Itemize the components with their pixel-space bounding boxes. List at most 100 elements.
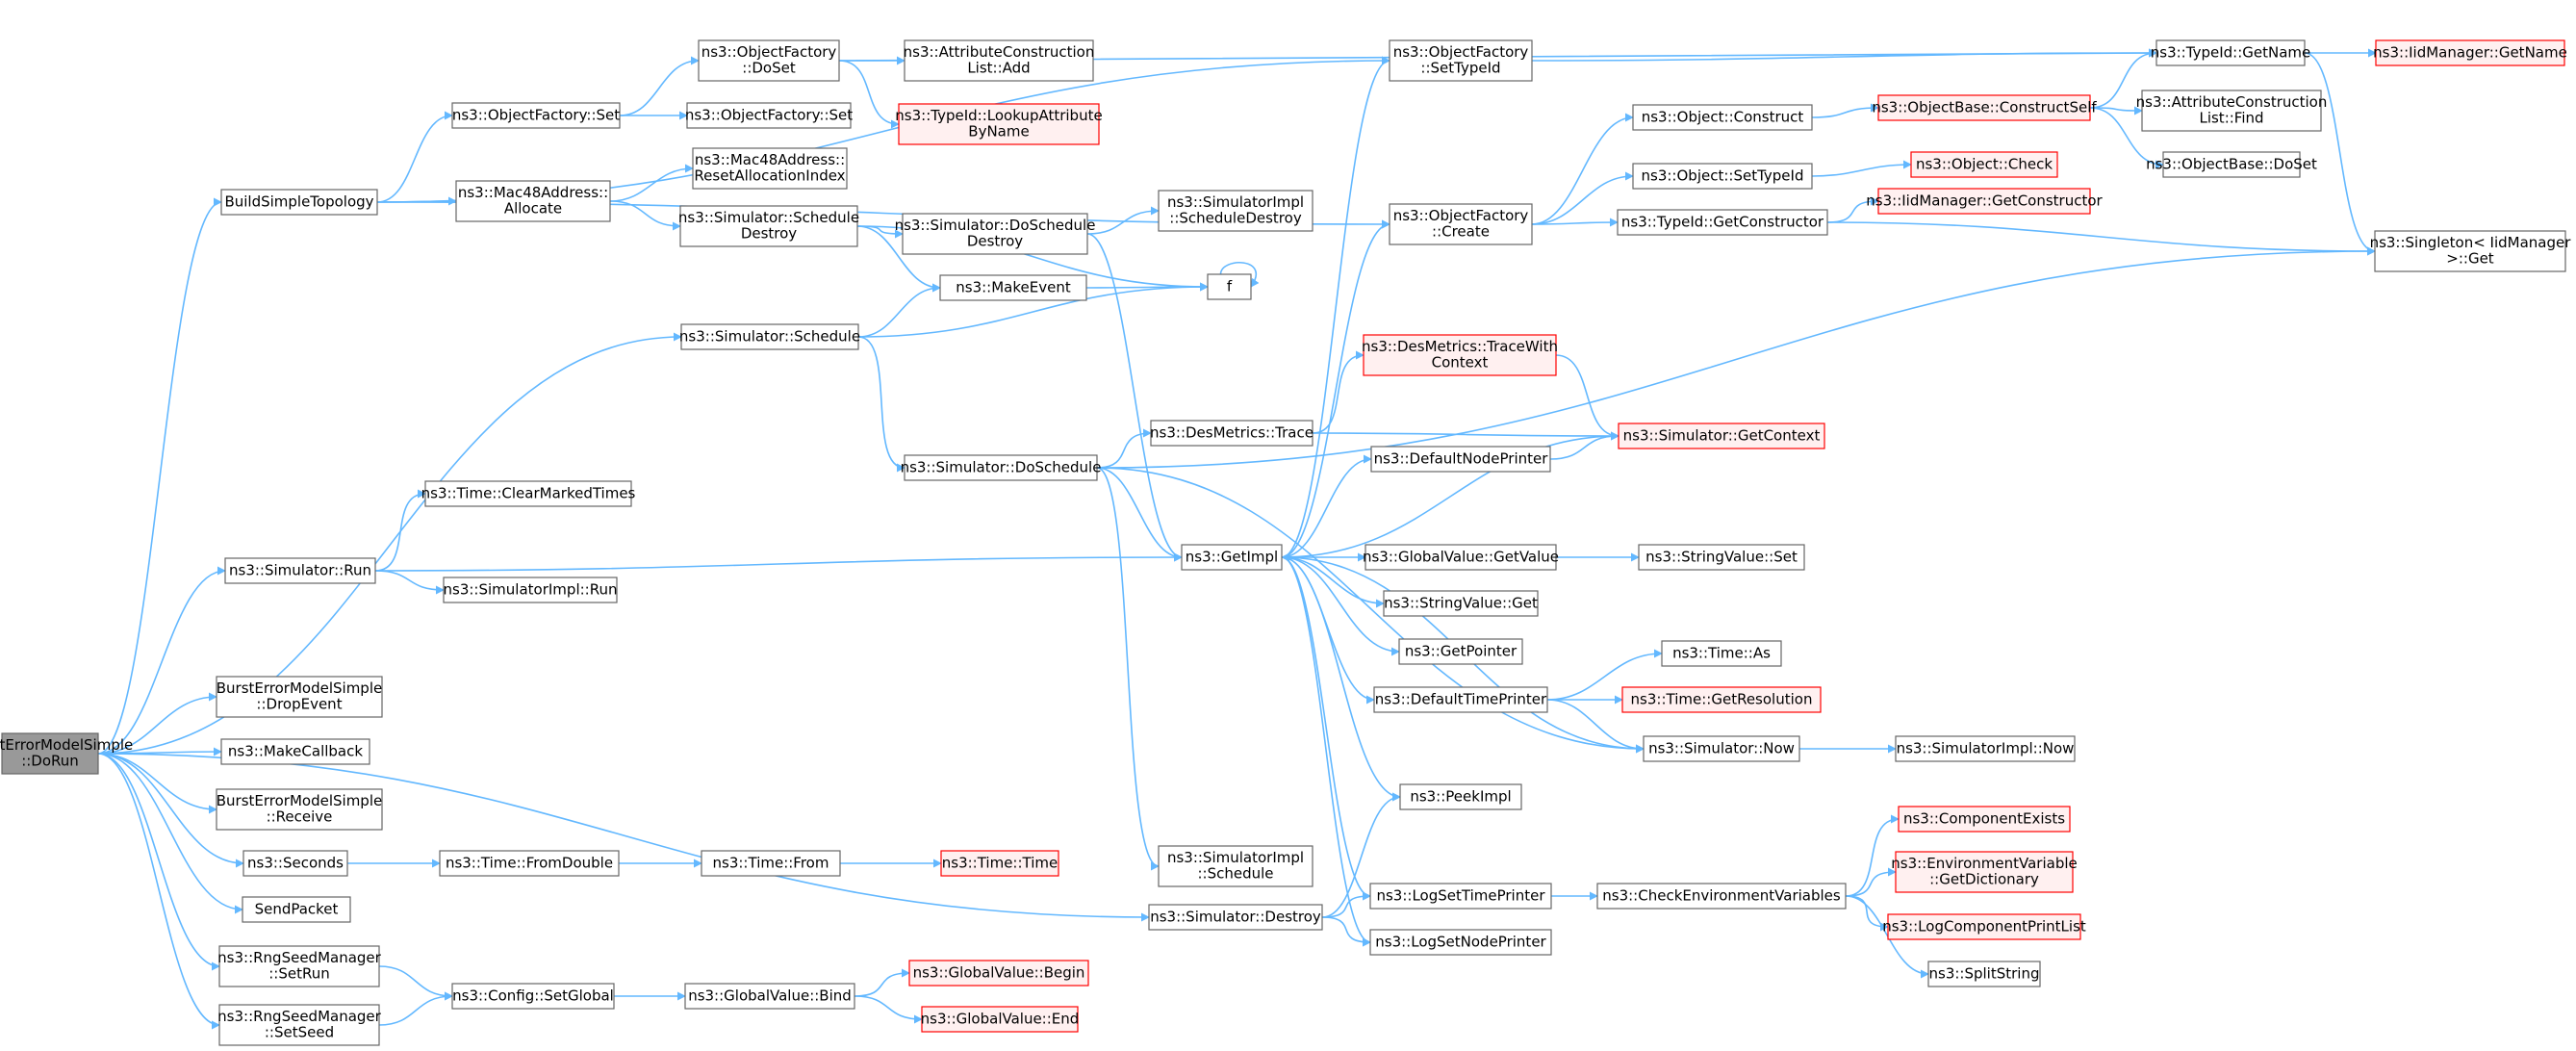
node-ns3-simulator-getcontext[interactable]: ns3::Simulator::GetContext — [1618, 423, 1825, 449]
node-ns3-typeid-getconstructor[interactable]: ns3::TypeId::GetConstructor — [1617, 209, 1828, 236]
node-box — [1895, 851, 2074, 893]
node-label: ::Schedule — [1197, 865, 1273, 883]
node-box — [940, 850, 1059, 877]
node-ns3-objectbase-doset[interactable]: ns3::ObjectBase::DoSet — [2146, 151, 2317, 178]
node-ns3-defaulttimeprinter[interactable]: ns3::DefaultTimePrinter — [1373, 686, 1548, 713]
node-box — [224, 557, 376, 584]
node-box — [679, 205, 858, 247]
node-ns3-iidmanager-getconstructor[interactable]: ns3::IidManager::GetConstructor — [1866, 188, 2104, 215]
node-ns3-simulator-destroy[interactable]: ns3::Simulator::Destroy — [1148, 904, 1323, 931]
node-ns3-globalvalue-bind[interactable]: ns3::GlobalValue::Bind — [684, 983, 855, 1010]
node-ns3-defaultnodeprinter[interactable]: ns3::DefaultNodePrinter — [1370, 446, 1551, 473]
node-buildsimpletopology[interactable]: BuildSimpleTopology — [220, 189, 378, 216]
node-ns3-simulator-now[interactable]: ns3::Simulator::Now — [1643, 735, 1800, 762]
node-ns3-logsetnodeprinter[interactable]: ns3::LogSetNodePrinter — [1369, 929, 1552, 956]
node-ns3-makecallback[interactable]: ns3::MakeCallback — [220, 738, 370, 765]
node-box — [1643, 735, 1800, 762]
node-sendpacket[interactable]: SendPacket — [242, 896, 351, 923]
node-ns3-environmentvariable-getdictionary[interactable]: ns3::EnvironmentVariable::GetDictionary — [1891, 851, 2078, 893]
node-box — [1877, 94, 2091, 121]
node-ns3-makeevent[interactable]: ns3::MakeEvent — [939, 274, 1087, 301]
node-ns3-simulatorimpl-run[interactable]: ns3::SimulatorImpl::Run — [443, 577, 618, 603]
node-ns3-getpointer[interactable]: ns3::GetPointer — [1398, 638, 1523, 665]
node-label: ns3::Simulator::DoSchedule — [895, 217, 1096, 234]
node-ns3-stringvalue-get[interactable]: ns3::StringValue::Get — [1383, 590, 1539, 617]
node-bursterrormodelsimple-receive[interactable]: BurstErrorModelSimple::Receive — [216, 788, 383, 831]
node-ns3-time-as[interactable]: ns3::Time::As — [1661, 640, 1782, 667]
call-edge — [1281, 556, 1371, 901]
node-ns3-object-construct[interactable]: ns3::Object::Construct — [1632, 104, 1813, 131]
node-ns3-time-clearmarkedtimes[interactable]: ns3::Time::ClearMarkedTimes — [421, 480, 636, 507]
node-ns3-globalvalue-begin[interactable]: ns3::GlobalValue::Begin — [908, 960, 1089, 987]
node-ns3-splitstring[interactable]: ns3::SplitString — [1927, 961, 2041, 987]
call-edge — [97, 332, 682, 755]
node-ns3-object-settypeid[interactable]: ns3::Object::SetTypeId — [1632, 163, 1813, 190]
node-ns3-typeid-getname[interactable]: ns3::TypeId::GetName — [2151, 39, 2310, 66]
node-ns3-rngseedmanager-setseed[interactable]: ns3::RngSeedManager::SetSeed — [217, 1004, 382, 1046]
node-ns3-time-from[interactable]: ns3::Time::From — [701, 850, 841, 877]
node-ns3-rngseedmanager-setrun[interactable]: ns3::RngSeedManager::SetRun — [217, 945, 382, 987]
node-ns3-seconds[interactable]: ns3::Seconds — [242, 850, 348, 877]
node-box — [1, 732, 99, 775]
node-ns3-objectfactory-set[interactable]: ns3::ObjectFactory::Set — [451, 102, 621, 129]
node-ns3-time-getresolution[interactable]: ns3::Time::GetResolution — [1621, 686, 1822, 713]
node-ns3-simulatorimpl-now[interactable]: ns3::SimulatorImpl::Now — [1895, 735, 2076, 762]
node-ns3-mac48address-resetallocationindex[interactable]: ns3::Mac48Address::ResetAllocationIndex — [692, 147, 848, 190]
node-ns3-objectfactory-create[interactable]: ns3::ObjectFactory::Create — [1389, 203, 1533, 245]
node-ns3-iidmanager-getname[interactable]: ns3::IidManager::GetName — [2373, 39, 2567, 66]
node-ns3-objectbase-constructself[interactable]: ns3::ObjectBase::ConstructSelf — [1872, 94, 2097, 121]
node-label: ::DoRun — [21, 753, 79, 770]
call-edge — [97, 197, 222, 755]
node-ns3-simulator-run[interactable]: ns3::Simulator::Run — [224, 557, 376, 584]
node-label: ns3::Simulator::Schedule — [679, 327, 860, 345]
node-ns3-singleton-iidmanager-get[interactable]: ns3::Singleton< IidManager >::Get — [2370, 230, 2572, 272]
node-ns3-simulatorimpl-scheduledestroy[interactable]: ns3::SimulatorImpl::ScheduleDestroy — [1158, 190, 1314, 232]
node-ns3-globalvalue-getvalue[interactable]: ns3::GlobalValue::GetValue — [1363, 544, 1559, 571]
node-f[interactable]: f — [1207, 273, 1252, 300]
node-ns3-getimpl[interactable]: ns3::GetImpl — [1181, 544, 1283, 571]
node-ns3-objectfactory-settypeid[interactable]: ns3::ObjectFactory::SetTypeId — [1389, 39, 1533, 82]
call-edge — [378, 991, 453, 1026]
node-box — [1373, 686, 1548, 713]
node-box — [1365, 544, 1557, 571]
node-ns3-simulator-schedule-destroy[interactable]: ns3::Simulator::ScheduleDestroy — [678, 205, 859, 247]
node-ns3-simulator-schedule[interactable]: ns3::Simulator::Schedule — [679, 323, 860, 350]
node-label: ::SetSeed — [265, 1024, 334, 1041]
node-ns3-peekimpl[interactable]: ns3::PeekImpl — [1399, 783, 1522, 810]
node-label: ::GetDictionary — [1929, 871, 2039, 888]
node-box — [686, 102, 852, 129]
node-ns3-globalvalue-end[interactable]: ns3::GlobalValue::End — [921, 1006, 1080, 1033]
node-ns3-object-check[interactable]: ns3::Object::Check — [1910, 151, 2058, 178]
node-ns3-time-time[interactable]: ns3::Time::Time — [940, 850, 1059, 877]
call-edge — [856, 225, 941, 293]
node-ns3-objectfactory-set[interactable]: ns3::ObjectFactory::Set — [685, 102, 853, 129]
node-ns3-objectfactory-doset[interactable]: ns3::ObjectFactory::DoSet — [698, 39, 840, 82]
node-ns3-config-setglobal[interactable]: ns3::Config::SetGlobal — [451, 983, 615, 1010]
node-label: ns3::SplitString — [1929, 964, 2040, 982]
node-ns3-checkenvironmentvariables[interactable]: ns3::CheckEnvironmentVariables — [1596, 883, 1847, 910]
node-box — [1383, 590, 1539, 617]
node-ns3-time-fromdouble[interactable]: ns3::Time::FromDouble — [439, 850, 620, 877]
node-box — [2375, 39, 2565, 66]
call-edge — [376, 111, 453, 203]
node-ns3-simulator-doschedule[interactable]: ns3::Simulator::DoSchedule — [901, 454, 1102, 481]
node-ns3-desmetrics-trace[interactable]: ns3::DesMetrics::Trace — [1150, 420, 1314, 447]
node-label: ns3::IidManager::GetConstructor — [1866, 192, 2103, 209]
node-bursterrormodelsimple-dropevent[interactable]: BurstErrorModelSimple::DropEvent — [216, 676, 383, 718]
node-ns3-logcomponentprintlist[interactable]: ns3::LogComponentPrintList — [1882, 913, 2086, 940]
node-label: ::SetTypeId — [1420, 60, 1500, 77]
node-ns3-componentexists[interactable]: ns3::ComponentExists — [1898, 806, 2071, 833]
node-ns3-logsettimeprinter[interactable]: ns3::LogSetTimePrinter — [1369, 883, 1552, 910]
node-box — [242, 896, 351, 923]
node-ns3-mac48address-allocate[interactable]: ns3::Mac48Address::Allocate — [455, 180, 611, 222]
call-edge — [1845, 867, 1897, 897]
node-label: ns3::PeekImpl — [1410, 787, 1511, 805]
node-ns3-simulatorimpl-schedule[interactable]: ns3::SimulatorImpl::Schedule — [1158, 845, 1314, 887]
node-ns3-stringvalue-set[interactable]: ns3::StringValue::Set — [1638, 544, 1805, 571]
node-label: ns3::ObjectFactory — [701, 43, 837, 61]
